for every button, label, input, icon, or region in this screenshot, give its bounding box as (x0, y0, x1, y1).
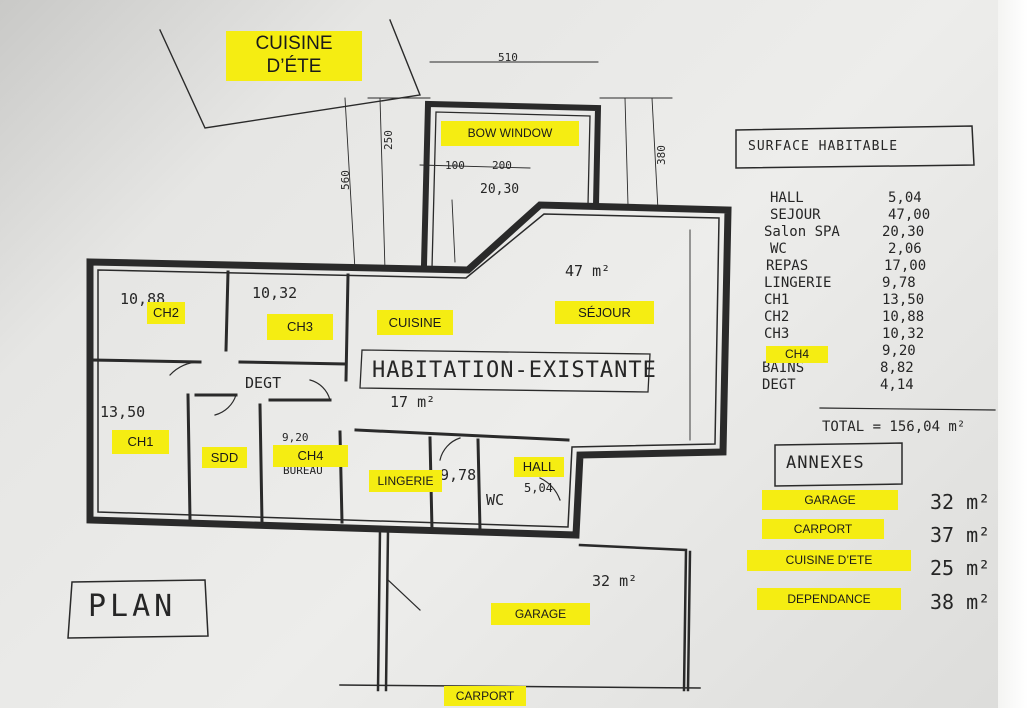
bow-window-wall (420, 100, 602, 269)
plan-title-frame (67, 579, 209, 639)
dim-1350: 13,50 (100, 403, 146, 421)
annexe-label-dependance: DEPENDANCE (757, 588, 901, 610)
annexe-value-dependance: 38 m² (930, 590, 991, 614)
annexe-value-cuisine-ete: 25 m² (930, 556, 991, 580)
dim-250: 250 (382, 130, 395, 150)
bow-window-inner (431, 111, 591, 269)
annexe-label-garage: GARAGE (762, 490, 898, 510)
dim-200: 200 (492, 159, 512, 172)
dim-top-width: 510 (498, 51, 518, 64)
room-label-bow-window: BOW WINDOW (441, 121, 579, 146)
total-underline (819, 407, 996, 411)
dim-17: 17 m² (390, 393, 436, 411)
room-label-sejour: SÉJOUR (555, 301, 654, 324)
door-swings (169, 361, 561, 611)
main-title: HABITATION-EXISTANTE (372, 358, 657, 383)
room-label-ch4: CH4 (273, 445, 348, 467)
room-label-carport: CARPORT (444, 686, 526, 706)
dim-wc: WC (486, 491, 505, 509)
room-label-sdd: SDD (202, 447, 247, 468)
total-line: TOTAL = 156,04 m² (822, 419, 966, 435)
page-edge (998, 0, 1028, 708)
dim-100: 100 (445, 159, 465, 172)
room-label-cuisine-ete: CUISINE D’ÉTE (226, 31, 362, 81)
dim-1032: 10,32 (252, 284, 298, 302)
room-label-lingerie: LINGERIE (369, 470, 442, 492)
dim-978: 9,78 (440, 466, 477, 484)
surface-title: SURFACE HABITABLE (748, 139, 899, 154)
plan-title: PLAN (88, 589, 177, 624)
cuisine-ete-outline (159, 19, 421, 129)
room-label-hall: HALL (514, 457, 564, 477)
annexe-value-carport: 37 m² (930, 523, 991, 547)
annexes-title-frame (774, 442, 903, 487)
garage-outline (376, 528, 692, 692)
room-label-garage: GARAGE (491, 603, 590, 625)
room-label-ch4-table: CH4 (766, 346, 828, 363)
annexe-value-garage: 32 m² (930, 490, 991, 514)
dim-32: 32 m² (592, 572, 638, 590)
dim-380: 380 (655, 145, 668, 165)
surface-title-frame (735, 125, 975, 169)
room-label-ch1: CH1 (112, 430, 169, 454)
dim-560: 560 (339, 170, 352, 190)
outer-wall-inner (97, 213, 720, 528)
annexe-label-carport: CARPORT (762, 519, 884, 539)
dim-920: 9,20 (282, 431, 309, 444)
dim-degt: DEGT (245, 374, 282, 392)
outer-wall (86, 201, 732, 539)
dim-504: 5,04 (524, 481, 553, 495)
room-label-cuisine: CUISINE (377, 310, 453, 335)
dim-2030: 20,30 (480, 182, 520, 197)
annexes-title: ANNEXES (786, 453, 865, 473)
room-label-ch3: CH3 (267, 314, 333, 340)
room-label-ch2: CH2 (147, 302, 185, 324)
dim-47: 47 m² (565, 262, 611, 280)
dim-bureau: BUREAU (283, 464, 323, 477)
dimension-lines (344, 61, 691, 441)
main-title-frame (359, 349, 651, 393)
annexe-label-cuisine-ete: CUISINE D’ETE (747, 550, 911, 571)
